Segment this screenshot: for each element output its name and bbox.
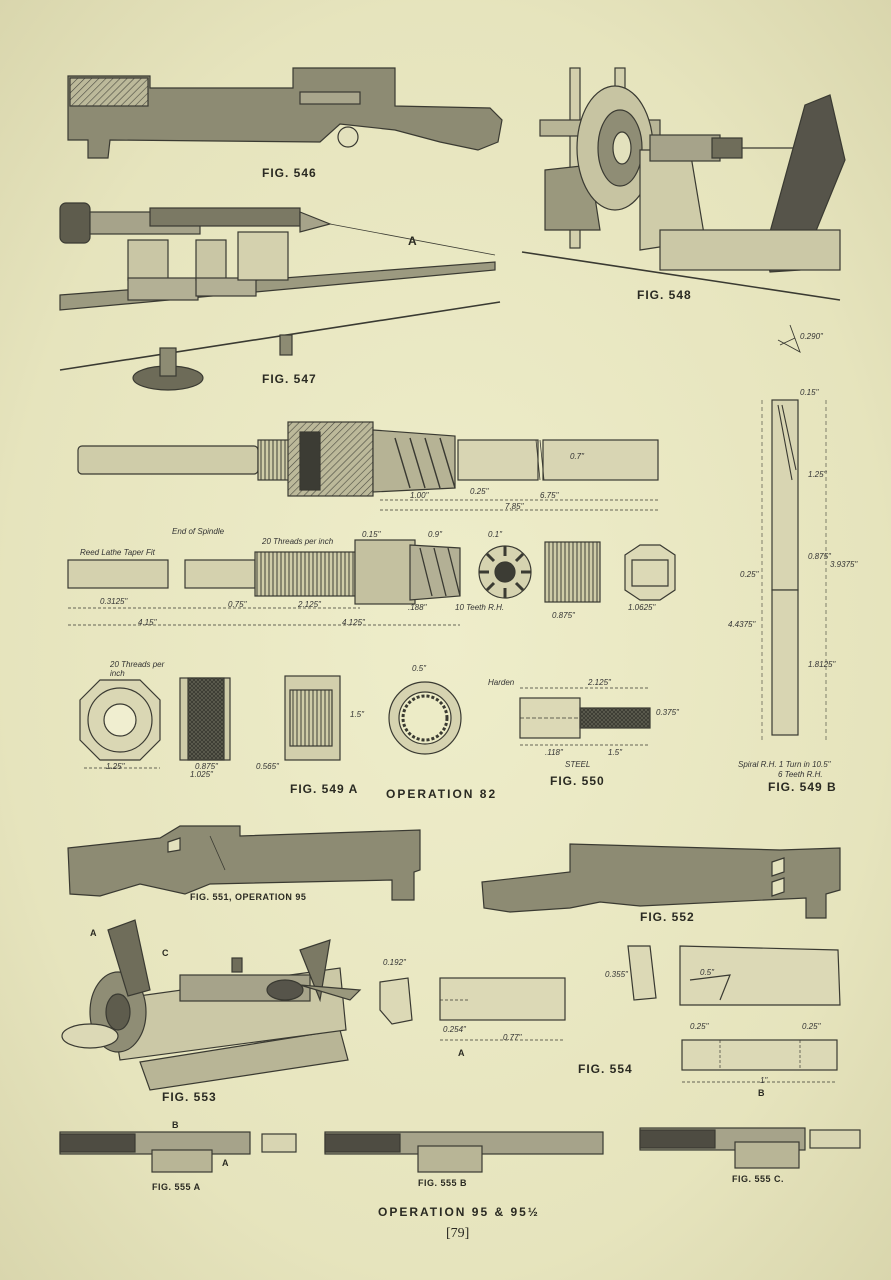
dim-554-077: 0.77" bbox=[503, 1033, 522, 1042]
dim-549a-15: 1.5" bbox=[350, 710, 364, 719]
dim-554-0192: 0.192" bbox=[383, 958, 406, 967]
fig-550-drawing bbox=[519, 697, 651, 739]
fig-550-steel: STEEL bbox=[565, 760, 591, 769]
dim-549a-05: 0.5" bbox=[412, 664, 426, 673]
fig-553-drawing bbox=[61, 919, 362, 1091]
dim-3125: 0.3125" bbox=[100, 597, 128, 606]
dim-teeth: 10 Teeth R.H. bbox=[455, 603, 505, 612]
dim-end-spindle: End of Spindle bbox=[172, 527, 225, 536]
fig-550-harden: Harden bbox=[488, 678, 515, 687]
dim-4125: 4.125" bbox=[342, 618, 365, 627]
dimension-lines bbox=[68, 499, 837, 1083]
dim-549b-0875: 0.875" bbox=[808, 552, 831, 561]
fig-547-drawing bbox=[59, 202, 501, 391]
dim-675: 6.75" bbox=[540, 491, 559, 500]
dim-015: 0.15" bbox=[362, 530, 381, 539]
dim-550-15: 1.5" bbox=[608, 748, 622, 757]
fig-547-mark-a: A bbox=[408, 234, 418, 248]
dim-554-0254: 0.254" bbox=[443, 1025, 466, 1034]
dim-549a-0875: 0.875" bbox=[195, 762, 218, 771]
fig-549b-note2: 6 Teeth R.H. bbox=[778, 770, 823, 779]
dim-550-0375: 0.375" bbox=[656, 708, 679, 717]
dim-554-025b: 0.25" bbox=[802, 1022, 821, 1031]
spindle-drawing bbox=[67, 539, 676, 605]
fig-555a-label: FIG. 555 A bbox=[152, 1182, 201, 1192]
fig-555a-mark-a: A bbox=[222, 1158, 229, 1168]
dim-549a-125: 1.25" bbox=[106, 762, 125, 771]
operation-82-label: OPERATION 82 bbox=[386, 787, 498, 801]
operation-95-label: OPERATION 95 & 95½ bbox=[378, 1205, 540, 1219]
fig-554-mark-a: A bbox=[458, 1048, 465, 1058]
dim-549b-125: 1.25" bbox=[808, 470, 827, 479]
fig-548-angle-dim: 0.290" bbox=[800, 332, 823, 341]
dim-100: 1.00" bbox=[410, 491, 429, 500]
dim-554-05: 0.5" bbox=[700, 968, 714, 977]
dim-2125: 2.125" bbox=[298, 600, 321, 609]
dim-554-0355: 0.355" bbox=[605, 970, 628, 979]
fig-546-drawing bbox=[67, 67, 503, 159]
page-number: [79] bbox=[446, 1226, 470, 1241]
fig-554-mark-b: B bbox=[758, 1088, 765, 1098]
dim-549b-39375: 3.9375" bbox=[830, 560, 858, 569]
dim-549b-44375: 4.4375" bbox=[728, 620, 756, 629]
fig-547-label: FIG. 547 bbox=[262, 372, 317, 386]
fig-552-drawing bbox=[481, 843, 841, 919]
fig-553-mark-c: C bbox=[162, 948, 169, 958]
fig-555c-label: FIG. 555 C. bbox=[732, 1174, 785, 1184]
fig-552-label: FIG. 552 bbox=[640, 910, 695, 924]
dim-554-1: 1" bbox=[760, 1076, 768, 1085]
dim-554-025a: 0.25" bbox=[690, 1022, 709, 1031]
dim-threads: 20 Threads per inch bbox=[262, 537, 334, 546]
fig-551-drawing bbox=[67, 825, 421, 901]
fig-555b-label: FIG. 555 B bbox=[418, 1178, 468, 1188]
fig-553-mark-a: A bbox=[90, 928, 97, 938]
dim-550-118: .118" bbox=[545, 748, 563, 757]
dim-188: .188" bbox=[408, 603, 427, 612]
dim-07: 0.7" bbox=[570, 452, 584, 461]
dim-549b-025: 0.25" bbox=[740, 570, 759, 579]
fig-546-label: FIG. 546 bbox=[262, 166, 317, 180]
dim-549a-1025: 1.025" bbox=[190, 770, 213, 779]
dim-reed-taper: Reed Lathe Taper Fit bbox=[80, 548, 155, 557]
fig-555a-mark-b: B bbox=[172, 1120, 179, 1130]
fig-554-label: FIG. 554 bbox=[578, 1062, 633, 1076]
fig-554-drawing bbox=[379, 945, 841, 1071]
dim-549b-015: 0.15" bbox=[800, 388, 819, 397]
dim-415: 4.15" bbox=[138, 618, 157, 627]
dim-0875: 0.875" bbox=[552, 611, 575, 620]
fig-553-label: FIG. 553 bbox=[162, 1090, 217, 1104]
angle-sketch bbox=[777, 324, 801, 353]
dim-075: 0.75" bbox=[228, 600, 247, 609]
dim-549b-18125: 1.8125" bbox=[808, 660, 836, 669]
dim-09: 0.9" bbox=[428, 530, 442, 539]
dim-549a-0565: 0.565" bbox=[256, 762, 279, 771]
fig-550-label: FIG. 550 bbox=[550, 774, 605, 788]
fig-549b-drawing bbox=[761, 399, 827, 740]
fig-548-label: FIG. 548 bbox=[637, 288, 692, 302]
dim-10625: 1.0625" bbox=[628, 603, 656, 612]
fig-549b-label: FIG. 549 B bbox=[768, 780, 837, 794]
fig-555-drawings bbox=[59, 1127, 861, 1173]
fig-549a-label: FIG. 549 A bbox=[290, 782, 359, 796]
dim-549a-threads: 20 Threads per inch bbox=[110, 660, 165, 678]
fig-549a-drawing bbox=[79, 675, 462, 761]
fig-549b-note1: Spiral R.H. 1 Turn in 10.5" bbox=[738, 760, 831, 769]
dim-025: 0.25" bbox=[470, 487, 489, 496]
dim-550-2125: 2.125" bbox=[588, 678, 611, 687]
cutter-assembly-drawing bbox=[77, 421, 659, 497]
fig-551-label: FIG. 551, OPERATION 95 bbox=[190, 892, 307, 902]
dim-785: 7.85" bbox=[505, 502, 524, 511]
fig-548-drawing bbox=[521, 67, 846, 301]
dim-01: 0.1" bbox=[488, 530, 502, 539]
